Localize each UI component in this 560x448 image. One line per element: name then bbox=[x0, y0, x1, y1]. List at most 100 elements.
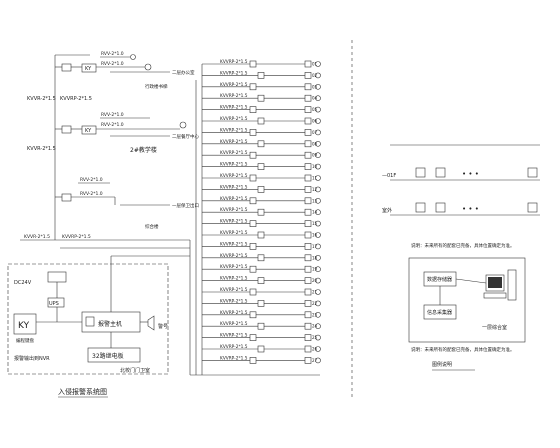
zone-cable-label: KVVRP-2*1.5 bbox=[220, 59, 248, 65]
zone-cable-label: KVVRP-2*1.5 bbox=[220, 93, 248, 99]
bell-icon bbox=[315, 209, 321, 215]
nvr-label: 报警输出到NVR bbox=[14, 355, 50, 362]
zone-end-icon bbox=[304, 357, 312, 364]
zone-cable-label: KVVRP-2*1.5 bbox=[220, 173, 248, 179]
zone-end-icon bbox=[304, 72, 312, 79]
zone-cable-label: KVVRP-2*1.5 bbox=[220, 276, 248, 282]
zone-cable-label: KVVRP-2*1.5 bbox=[220, 264, 248, 270]
zone-cable-label: KVVRP-2*1.5 bbox=[220, 139, 248, 145]
zone-number: 24 bbox=[312, 324, 318, 329]
detector-icon bbox=[435, 202, 446, 213]
zone-cable-label: KVVRP-2*1.5 bbox=[220, 116, 248, 122]
feeder-label: KVVR-2*1.5 bbox=[24, 234, 50, 240]
rvv-label: RVV-2*1.0 bbox=[80, 191, 103, 197]
bell-icon bbox=[315, 95, 321, 101]
detector-icon bbox=[249, 220, 257, 227]
zone-number: 05 bbox=[312, 107, 318, 112]
detector-icon bbox=[257, 94, 265, 102]
zone-cable-label: KVVRP-2*1.5 bbox=[220, 70, 248, 76]
right-area: —01F 室外 • • • • • • 数据存储器 信息采集器 一层综合室 说明… bbox=[351, 40, 540, 400]
branch-cable-label: KVVRP-2*1.5 bbox=[60, 96, 92, 102]
device-group-2: KY RVV-2*1.0 RVV-2*1.0 二层餐厅中心 2#教学楼 bbox=[55, 112, 199, 154]
host-icon bbox=[85, 316, 95, 327]
computer-tower-icon bbox=[507, 269, 517, 301]
zone-end-icon bbox=[304, 231, 312, 239]
bell-icon bbox=[315, 72, 321, 79]
keyboard-label: KY bbox=[18, 321, 30, 331]
keyboard-box bbox=[13, 313, 37, 335]
bell-icon bbox=[315, 152, 321, 158]
bell-icon bbox=[315, 118, 321, 124]
ky-box bbox=[81, 125, 97, 135]
control-panel: DC24V UPS KY 编程键盘 报警主机 警号 32路继电板 报警输出到NV… bbox=[7, 255, 190, 375]
detector-box bbox=[61, 63, 72, 72]
bell-icon bbox=[315, 141, 321, 147]
zone-number: 14 bbox=[312, 210, 318, 215]
middle-bus bbox=[189, 64, 320, 376]
zone-end-icon bbox=[304, 140, 312, 148]
bell-icon bbox=[315, 277, 321, 284]
zone-row: KVVRP-2*1.5 26 bbox=[202, 344, 321, 353]
zone-number: 20 bbox=[312, 278, 318, 283]
note: 说明：未来所有的配套已完备，具体位置确定为准。 bbox=[411, 346, 515, 353]
zone-end-icon bbox=[304, 288, 312, 296]
bell-icon bbox=[144, 63, 152, 71]
zone-number: 19 bbox=[312, 267, 318, 272]
bell-icon bbox=[315, 175, 321, 181]
bell-icon bbox=[179, 121, 187, 129]
zone-end-icon bbox=[304, 174, 312, 182]
keyboard-sublabel: 编程键盘 bbox=[16, 337, 34, 344]
zone-end-icon bbox=[304, 60, 312, 68]
detector-icon bbox=[249, 311, 257, 319]
rvv-label: RVV-2*1.0 bbox=[101, 61, 124, 67]
detector-icon bbox=[415, 202, 426, 213]
detector-icon bbox=[257, 300, 265, 307]
outdoor-label: 室外 bbox=[382, 207, 392, 214]
bell-icon bbox=[315, 106, 321, 113]
detector-icon bbox=[249, 265, 257, 273]
zone-end-icon bbox=[304, 311, 312, 319]
left-branch-area: KVVR-2*1.5 KVVR-2*1.5 KVVRP-2*1.5 KY RVV… bbox=[20, 51, 199, 249]
zone-number: 26 bbox=[312, 347, 318, 352]
zone-row: KVVRP-2*1.5 19 bbox=[202, 264, 321, 273]
zone-cable-label: KVVRP-2*1.5 bbox=[220, 310, 248, 316]
detector-icon bbox=[257, 72, 265, 79]
rvv-label: RVV-2*1.0 bbox=[101, 112, 124, 118]
keyboard-icon bbox=[483, 292, 507, 299]
detector-icon bbox=[257, 322, 265, 330]
detector-icon bbox=[249, 243, 257, 250]
zone-end-icon bbox=[304, 163, 312, 170]
zone-number: 13 bbox=[312, 198, 318, 203]
bell-icon bbox=[315, 334, 321, 341]
bell-icon bbox=[315, 186, 321, 193]
bell-icon bbox=[315, 346, 321, 352]
zone-number: 12 bbox=[312, 187, 318, 192]
detector-icon bbox=[257, 345, 265, 353]
room-label: 行政楼书梯 bbox=[145, 83, 168, 90]
zone-number: 17 bbox=[312, 244, 318, 249]
detector-icon bbox=[249, 106, 257, 113]
relay-label: 32路继电板 bbox=[92, 352, 124, 360]
zone-number: 08 bbox=[312, 141, 318, 146]
detector-icon bbox=[249, 197, 257, 205]
zone-end-icon bbox=[304, 94, 312, 102]
diagram-title: 入侵报警系统图 bbox=[58, 387, 107, 396]
zone-row: KVVRP-2*1.5 20 bbox=[202, 276, 321, 284]
zone-number: 23 bbox=[312, 312, 318, 317]
detector-icon bbox=[249, 129, 257, 136]
detector-icon bbox=[257, 208, 265, 216]
ellipsis: • • • bbox=[462, 205, 479, 213]
ups-box bbox=[47, 297, 65, 308]
zone-cable-label: KVVRP-2*1.5 bbox=[220, 207, 248, 213]
zone-number: 09 bbox=[312, 153, 318, 158]
bell-icon bbox=[315, 163, 321, 170]
zone-end-icon bbox=[304, 106, 312, 113]
zone-cable-label: KVVRP-2*1.5 bbox=[220, 344, 248, 350]
